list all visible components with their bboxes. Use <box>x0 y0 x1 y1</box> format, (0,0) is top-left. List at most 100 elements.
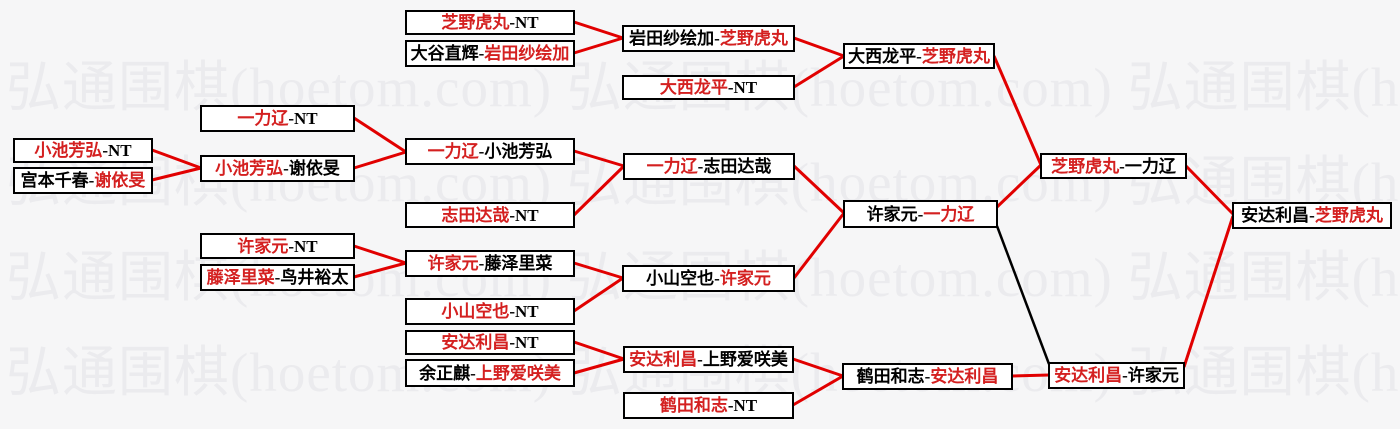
match-box-onishi-nt: 大西龙平-NT <box>622 75 795 100</box>
connector-line <box>793 36 845 58</box>
match-box-ichiriki-koike: 一力辽-小池芳弘 <box>405 138 575 165</box>
match-box-miyamoto-xie: 宫本千春-谢依旻 <box>13 167 153 194</box>
winner-name: 小池芳弘 <box>34 141 103 160</box>
match-box-anda-xu: 安达利昌-许家元 <box>1048 362 1185 389</box>
match-box-ichiriki-nt: 一力辽-NT <box>200 105 355 132</box>
connector-line <box>1184 164 1235 216</box>
opponent-name: -藤泽里菜 <box>478 254 553 273</box>
opponent-name: 许家元- <box>866 204 924 224</box>
winner-name: 上野爱咲美 <box>475 363 561 383</box>
connector-line <box>573 261 624 280</box>
winner-name: 一力辽 <box>923 204 975 224</box>
winner-name: 一力辽 <box>237 109 289 128</box>
winner-name: 藤泽里菜 <box>206 268 275 287</box>
connector-line <box>353 261 407 279</box>
match-box-otani-iwata: 大谷直辉-岩田纱绘加 <box>405 40 575 67</box>
connector-line <box>151 166 202 182</box>
connector-line <box>573 340 625 361</box>
match-box-xu-ichiriki: 许家元-一力辽 <box>843 200 998 228</box>
opponent-name: -NT <box>288 236 318 256</box>
opponent-name: -NT <box>102 141 132 160</box>
match-box-yu-ueno: 余正麒-上野爱咲美 <box>405 359 575 387</box>
opponent-name: -NT <box>509 302 539 321</box>
opponent-name: -一力辽 <box>1119 156 1176 176</box>
opponent-name: -NT <box>727 396 758 415</box>
opponent-name: -NT <box>509 13 539 32</box>
match-box-xu-fujisawa: 许家元-藤泽里菜 <box>405 250 575 277</box>
match-box-shibano-nt: 芝野虎丸-NT <box>405 10 575 35</box>
match-box-anda-shibano-final: 安达利昌-芝野虎丸 <box>1232 202 1392 229</box>
winner-name: 芝野虎丸 <box>1051 156 1120 176</box>
match-box-ichiriki-shida: 一力辽-志田达哉 <box>623 153 795 180</box>
opponent-name: 宫本千春- <box>20 171 95 190</box>
winner-name: 安达利昌 <box>441 333 510 352</box>
winner-name: 小山空也 <box>441 302 510 321</box>
match-box-koike-nt: 小池芳弘-NT <box>13 138 153 163</box>
opponent-name: -谢依旻 <box>283 159 340 178</box>
opponent-name: -志田达哉 <box>697 157 772 176</box>
winner-name: 安达利昌 <box>629 350 698 369</box>
winner-name: 安达利昌 <box>930 367 999 386</box>
match-box-fujisawa-torii: 藤泽里菜-鸟井裕太 <box>200 264 355 291</box>
opponent-name: 小山空也- <box>646 269 720 288</box>
connector-line <box>353 150 407 170</box>
match-box-anda-ueno: 安达利昌-上野爱咲美 <box>623 346 794 373</box>
connector-line <box>353 244 407 265</box>
winner-name: 安达利昌 <box>1054 366 1123 385</box>
connector-line <box>1182 215 1235 368</box>
match-box-xu-nt: 许家元-NT <box>200 233 355 259</box>
opponent-name: -NT <box>509 333 539 352</box>
connector-line <box>992 55 1043 166</box>
match-box-shibano-ichiriki: 芝野虎丸-一力辽 <box>1040 153 1187 179</box>
match-box-koike-xie: 小池芳弘-谢依旻 <box>200 155 355 182</box>
winner-name: 鹤田和志 <box>659 396 728 415</box>
winner-name: 志田达哉 <box>441 205 510 225</box>
connector-line <box>792 212 846 279</box>
connector-line <box>793 54 845 89</box>
connector-line <box>792 164 846 215</box>
winner-name: 谢依旻 <box>94 171 146 190</box>
connector-line <box>792 374 844 407</box>
connector-line <box>353 116 407 154</box>
winner-name: 岩田纱绘加 <box>484 44 570 63</box>
match-box-tsuruta-anda: 鹤田和志-安达利昌 <box>842 363 1013 390</box>
opponent-name: -NT <box>288 109 318 128</box>
opponent-name: -小池芳弘 <box>478 142 553 161</box>
opponent-name: 安达利昌- <box>1241 206 1315 225</box>
winner-name: 许家元 <box>719 269 771 288</box>
opponent-name: -许家元 <box>1122 366 1179 385</box>
opponent-name: -NT <box>509 205 539 225</box>
winner-name: 芝野虎丸 <box>441 13 510 32</box>
winner-name: 一力辽 <box>427 142 479 161</box>
winner-name: 许家元 <box>427 254 479 273</box>
opponent-name: 鹤田和志- <box>856 367 931 386</box>
connector-line <box>1011 373 1050 378</box>
connector-line <box>573 276 624 313</box>
match-box-tsuruta-nt: 鹤田和志-NT <box>623 392 794 419</box>
winner-name: 芝野虎丸 <box>921 46 990 66</box>
connector-line <box>792 357 844 378</box>
winner-name: 小池芳弘 <box>215 159 284 178</box>
connector-line <box>995 225 1051 365</box>
opponent-name: -上野爱咲美 <box>697 350 788 369</box>
opponent-name: 大谷直辉- <box>410 44 485 63</box>
match-box-onishi-shibano: 大西龙平-芝野虎丸 <box>843 43 995 69</box>
winner-name: 许家元 <box>237 236 289 256</box>
match-box-anda-nt: 安达利昌-NT <box>405 330 575 355</box>
connector-line <box>995 163 1043 209</box>
opponent-name: -鸟井裕太 <box>274 268 349 287</box>
opponent-name: -NT <box>727 78 758 97</box>
match-box-iwata-shibano: 岩田纱绘加-芝野虎丸 <box>622 25 795 52</box>
connector-line <box>573 20 624 40</box>
opponent-name: 岩田纱绘加- <box>629 29 720 48</box>
connector-line <box>573 149 625 168</box>
opponent-name: 大西龙平- <box>848 46 922 66</box>
match-box-shida-nt: 志田达哉-NT <box>405 202 575 228</box>
connector-line <box>573 36 624 55</box>
match-box-koyama-xu: 小山空也-许家元 <box>622 265 795 292</box>
winner-name: 芝野虎丸 <box>1314 206 1383 225</box>
winner-name: 大西龙平 <box>659 78 728 97</box>
connector-line <box>151 148 202 170</box>
